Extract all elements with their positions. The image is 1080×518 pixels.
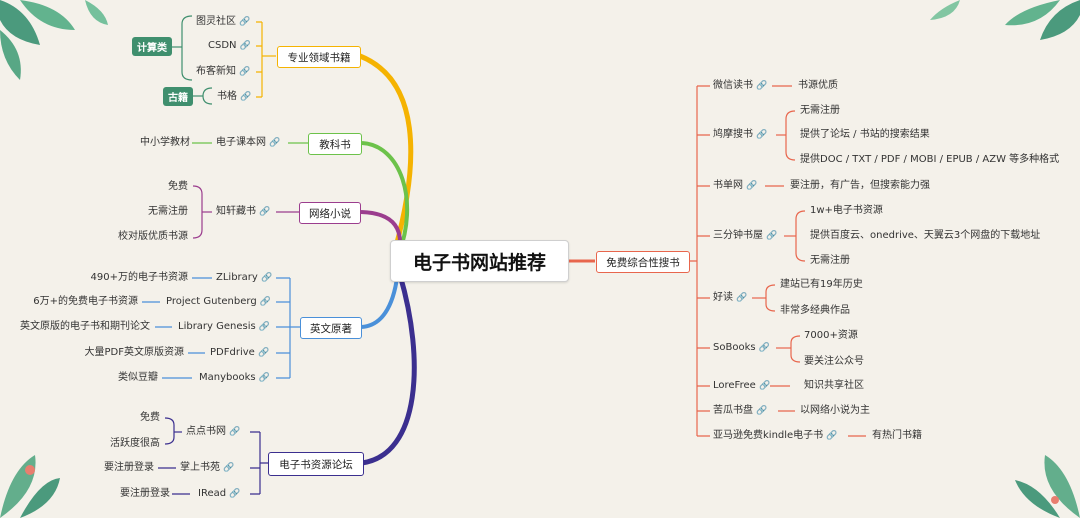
branch-textbook: 教科书 <box>308 133 362 155</box>
desc-sanfen-noreg: 无需注册 <box>810 255 850 266</box>
link-icon: 🔗 <box>758 381 771 391</box>
link-icon: 🔗 <box>826 431 838 441</box>
node-zlibrary[interactable]: ZLibrary 🔗 <box>216 272 273 283</box>
node-diandian[interactable]: 点点书网 🔗 <box>186 426 241 437</box>
link-icon: 🔗 <box>258 373 271 383</box>
node-zhangshang[interactable]: 掌上书苑 🔗 <box>180 462 235 473</box>
desc-jiumo-noreg: 无需注册 <box>800 105 840 116</box>
node-csdn[interactable]: CSDN 🔗 <box>208 40 251 51</box>
node-sanfen[interactable]: 三分钟书屋 🔗 <box>713 230 778 241</box>
node-amazon[interactable]: 亚马逊免费kindle电子书 🔗 <box>713 430 838 441</box>
link-icon: 🔗 <box>766 231 778 241</box>
link-icon: 🔗 <box>229 489 241 499</box>
desc-diandian-active: 活跃度很高 <box>110 438 160 449</box>
leaf-decoration-top-right <box>930 0 1080 40</box>
node-libgen[interactable]: Library Genesis 🔗 <box>178 321 271 332</box>
node-jiumo[interactable]: 鸠摩搜书 🔗 <box>713 129 768 140</box>
link-icon: 🔗 <box>239 17 251 27</box>
node-weixin[interactable]: 微信读书 🔗 <box>713 80 768 91</box>
link-icon: 🔗 <box>229 427 241 437</box>
node-lorefree[interactable]: LoreFree 🔗 <box>713 380 771 391</box>
node-manybooks[interactable]: Manybooks 🔗 <box>199 372 271 383</box>
desc-manybooks: 类似豆瓣 <box>118 372 158 383</box>
node-tuling[interactable]: 图灵社区 🔗 <box>196 16 251 27</box>
branch-forum: 电子书资源论坛 <box>268 452 364 476</box>
leaf-decoration-bottom-left <box>0 455 60 518</box>
desc-textbook: 中小学教材 <box>140 137 190 148</box>
node-iread[interactable]: IRead 🔗 <box>198 488 241 499</box>
node-buke[interactable]: 布客新知 🔗 <box>196 66 251 77</box>
desc-haodu-classics: 非常多经典作品 <box>780 305 850 316</box>
desc-libgen: 英文原版的电子书和期刊论文 <box>20 321 150 332</box>
link-icon: 🔗 <box>239 67 251 77</box>
desc-sanfen-cloud: 提供百度云、onedrive、天翼云3个网盘的下载地址 <box>810 230 1041 241</box>
desc-pdfdrive: 大量PDF英文原版资源 <box>84 347 184 358</box>
desc-novel-free: 免费 <box>168 181 188 192</box>
root-node: 电子书网站推荐 <box>390 240 569 282</box>
link-icon: 🔗 <box>259 297 272 307</box>
node-sobooks[interactable]: SoBooks 🔗 <box>713 342 770 353</box>
desc-weixin: 书源优质 <box>798 80 838 91</box>
desc-gutenberg: 6万+的免费电子书资源 <box>33 296 138 307</box>
desc-shudan: 要注册，有广告，但搜索能力强 <box>790 180 930 191</box>
desc-zhangshang: 要注册登录 <box>104 462 154 473</box>
node-shuge[interactable]: 书格 🔗 <box>217 91 252 102</box>
link-icon: 🔗 <box>756 406 768 416</box>
node-dianzikeben[interactable]: 电子课本网 🔗 <box>216 137 281 148</box>
node-haodu[interactable]: 好读 🔗 <box>713 292 748 303</box>
desc-haodu-history: 建站已有19年历史 <box>780 279 863 290</box>
desc-lorefree: 知识共享社区 <box>804 380 864 391</box>
tag-computing: 计算类 <box>132 37 172 56</box>
link-icon: 🔗 <box>259 207 271 217</box>
desc-novel-noreg: 无需注册 <box>148 206 188 217</box>
desc-iread: 要注册登录 <box>120 488 170 499</box>
branch-professional: 专业领域书籍 <box>277 46 361 68</box>
link-icon: 🔗 <box>261 273 273 283</box>
link-icon: 🔗 <box>239 41 251 51</box>
desc-sobooks-follow: 要关注公众号 <box>804 356 864 367</box>
node-gutenberg[interactable]: Project Gutenberg 🔗 <box>166 296 272 307</box>
node-zhixuan[interactable]: 知轩藏书 🔗 <box>216 206 271 217</box>
desc-novel-quality: 校对版优质书源 <box>118 231 188 242</box>
desc-diandian-free: 免费 <box>140 412 160 423</box>
desc-kugua: 以网络小说为主 <box>800 405 870 416</box>
desc-amazon: 有热门书籍 <box>872 430 922 441</box>
desc-jiumo-forum: 提供了论坛 / 书站的搜索结果 <box>800 129 930 140</box>
link-icon: 🔗 <box>269 138 281 148</box>
branch-novel: 网络小说 <box>299 202 361 224</box>
node-pdfdrive[interactable]: PDFdrive 🔗 <box>210 347 270 358</box>
node-shudan[interactable]: 书单网 🔗 <box>713 180 758 191</box>
link-icon: 🔗 <box>746 181 758 191</box>
link-icon: 🔗 <box>258 322 271 332</box>
leaf-decoration-bottom-right <box>1015 455 1080 518</box>
node-kugua[interactable]: 苦瓜书盘 🔗 <box>713 405 768 416</box>
desc-sobooks-count: 7000+资源 <box>804 330 858 341</box>
link-icon: 🔗 <box>756 130 768 140</box>
branch-free-search: 免费综合性搜书 <box>596 251 690 273</box>
link-icon: 🔗 <box>223 463 235 473</box>
link-icon: 🔗 <box>758 343 770 353</box>
link-icon: 🔗 <box>736 293 748 303</box>
desc-zlibrary: 490+万的电子书资源 <box>90 272 188 283</box>
link-icon: 🔗 <box>240 92 252 102</box>
leaf-decoration-top-left <box>0 0 108 80</box>
desc-sanfen-count: 1w+电子书资源 <box>810 205 883 216</box>
link-icon: 🔗 <box>257 348 270 358</box>
branch-english: 英文原著 <box>300 317 362 339</box>
tag-ancient: 古籍 <box>163 87 193 106</box>
desc-jiumo-formats: 提供DOC / TXT / PDF / MOBI / EPUB / AZW 等多… <box>800 154 1060 165</box>
link-icon: 🔗 <box>756 81 768 91</box>
